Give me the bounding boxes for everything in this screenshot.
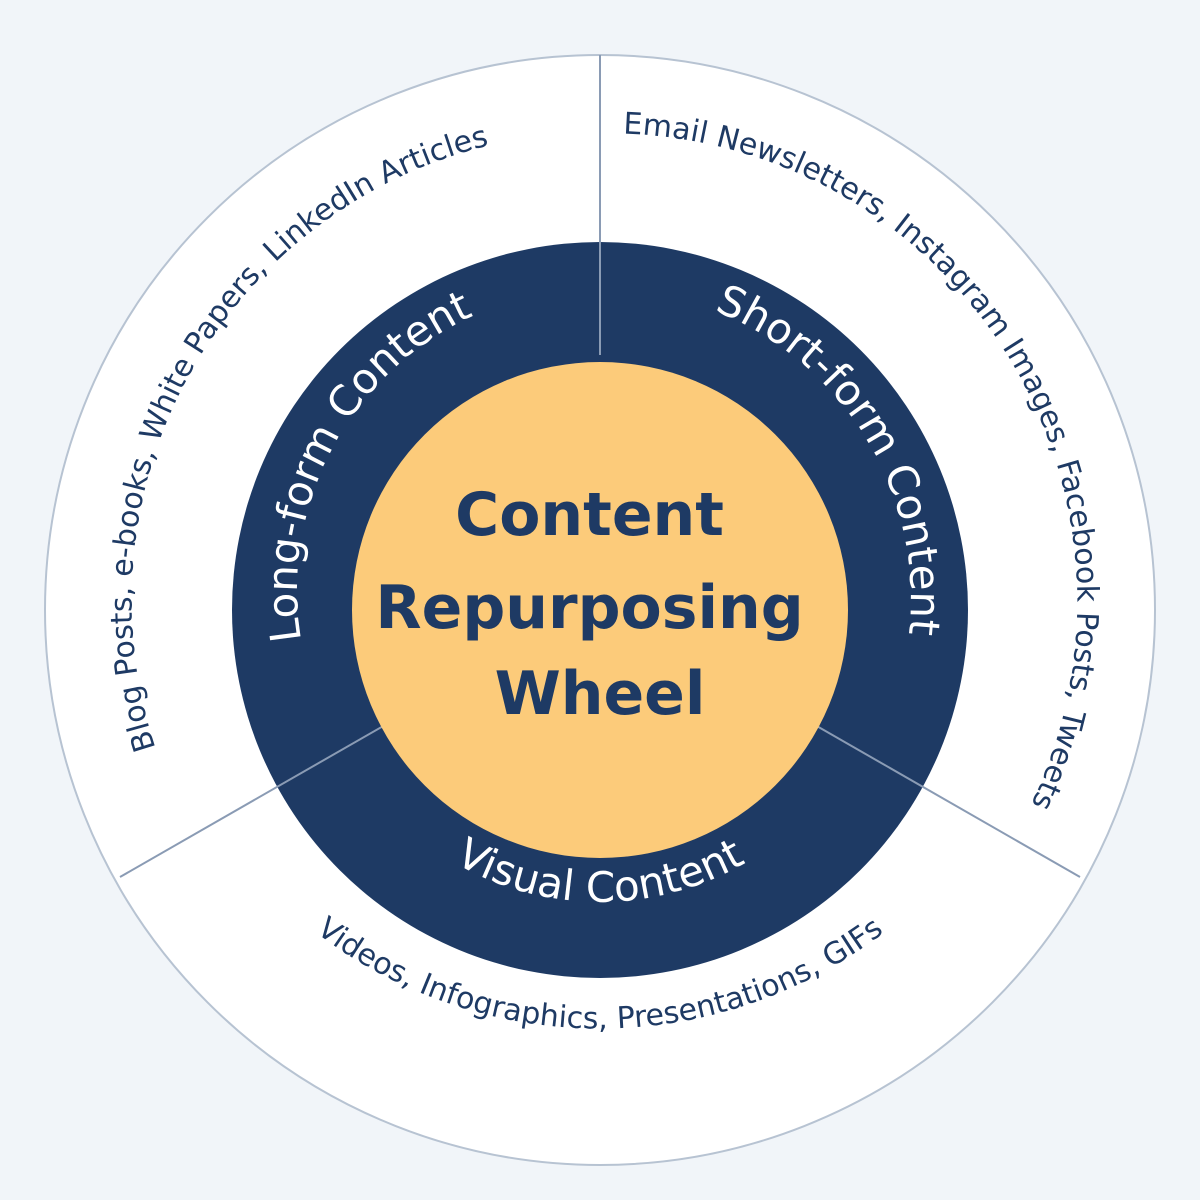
- center-title: Content Repurposing Wheel: [375, 480, 824, 729]
- divider-right: [814, 724, 1081, 878]
- center-title-line-1: Content: [455, 480, 724, 550]
- divider-left: [119, 724, 386, 878]
- center-title-line-3: Wheel: [495, 659, 706, 729]
- center-title-line-2: Repurposing: [375, 573, 803, 643]
- center-circle: [352, 362, 848, 858]
